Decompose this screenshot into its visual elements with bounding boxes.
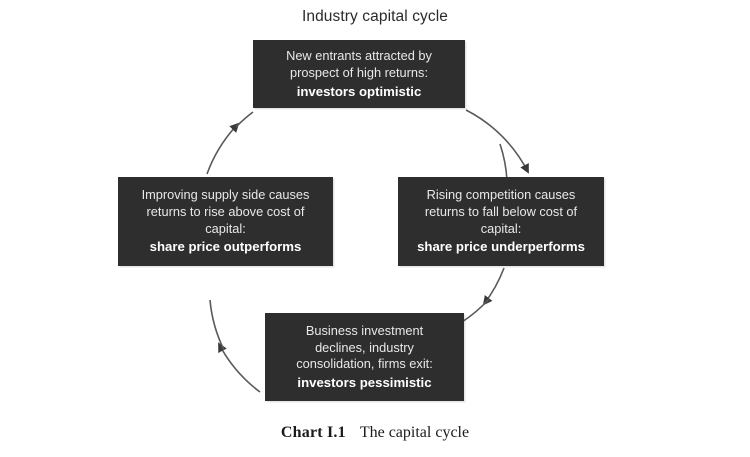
stage-box-left: Improving supply side causes returns to … bbox=[118, 177, 333, 266]
caption-label: Chart I.1 bbox=[280, 424, 346, 441]
arrow-top-to-right-tail bbox=[499, 143, 508, 181]
caption-text: The capital cycle bbox=[359, 424, 470, 441]
stage-bottom-emphasis: investors pessimistic bbox=[297, 374, 432, 390]
stage-top-line-2: prospect of high returns: bbox=[290, 64, 428, 80]
stage-right-emphasis: share price underperforms bbox=[417, 239, 585, 255]
chart-caption: Chart I.1 The capital cycle bbox=[0, 424, 750, 442]
arrow-right-to-bottom-tail bbox=[461, 298, 490, 323]
stage-left-emphasis: share price outperforms bbox=[149, 239, 302, 255]
stage-bottom-line-2: declines, industry bbox=[315, 339, 414, 355]
stage-top-emphasis: investors optimistic bbox=[296, 83, 422, 99]
diagram-title: Industry capital cycle bbox=[301, 8, 449, 25]
arrow-bottom-to-left-tail bbox=[209, 299, 225, 351]
arrow-left-to-top-tail bbox=[235, 111, 254, 128]
stage-box-bottom: Business investment declines, industry c… bbox=[265, 313, 464, 401]
stage-right-line-3: capital: bbox=[480, 220, 522, 236]
stage-left-line-1: Improving supply side causes bbox=[141, 187, 310, 203]
stage-box-right: Rising competition causes returns to fal… bbox=[398, 177, 604, 266]
stage-right-line-2: returns to fall below cost of bbox=[424, 204, 578, 220]
arrow-right-to-bottom bbox=[482, 267, 505, 306]
stage-left-line-3: capital: bbox=[205, 220, 246, 236]
arrow-bottom-to-left bbox=[218, 342, 261, 393]
stage-box-top: New entrants attracted by prospect of hi… bbox=[253, 40, 465, 108]
stage-top-line-1: New entrants attracted by bbox=[286, 48, 432, 64]
stage-bottom-line-3: consolidation, firms exit: bbox=[296, 356, 433, 372]
stage-bottom-line-1: Business investment bbox=[305, 322, 424, 338]
arrow-top-to-right bbox=[465, 109, 529, 174]
stage-left-line-2: returns to rise above cost of bbox=[146, 204, 305, 220]
arrow-left-to-top bbox=[206, 122, 240, 175]
stage-right-line-1: Rising competition causes bbox=[426, 187, 576, 203]
